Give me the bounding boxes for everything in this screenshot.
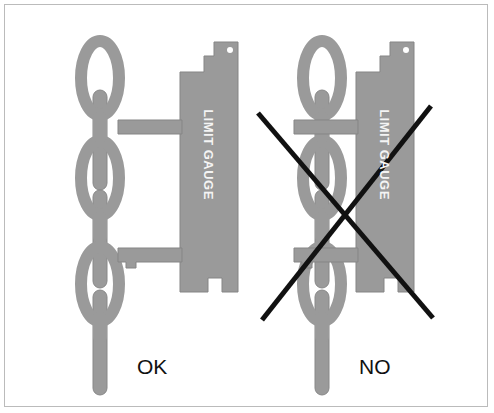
gauge-arm (294, 248, 358, 268)
chain-link-edge (315, 312, 329, 342)
verdict-label: OK (137, 355, 167, 379)
chain-link-edge (93, 112, 107, 142)
chain-link-edge (93, 290, 107, 395)
chain (303, 41, 341, 395)
chain-link-ring (81, 247, 119, 321)
chain-link-edge (93, 312, 107, 342)
chain-link-edge (93, 90, 107, 190)
gauge-arm (294, 120, 358, 134)
limit-gauge: LIMIT GAUGE (352, 42, 416, 294)
gauge-body (356, 42, 414, 292)
chain-link-edge (93, 212, 107, 242)
gauge-hole (227, 47, 233, 53)
verdict-label: NO (359, 355, 391, 379)
chain-link-ring (81, 41, 119, 115)
gauge-arm (118, 248, 182, 268)
gauge-hole (403, 47, 409, 53)
chain-link-edge (93, 190, 107, 288)
gauge-arm (118, 120, 182, 134)
limit-gauge: LIMIT GAUGE (176, 42, 240, 294)
gauge-body (180, 42, 238, 292)
gauge-label: LIMIT GAUGE (377, 109, 392, 200)
chain-link-ring (303, 41, 341, 115)
chain-link-edge (315, 90, 329, 190)
verdict-text: NO (359, 355, 391, 378)
chain (81, 41, 119, 395)
chain-link-ring (81, 141, 119, 215)
gauge-label: LIMIT GAUGE (201, 109, 216, 200)
chain-link-edge (315, 290, 329, 395)
verdict-text: OK (137, 355, 167, 378)
